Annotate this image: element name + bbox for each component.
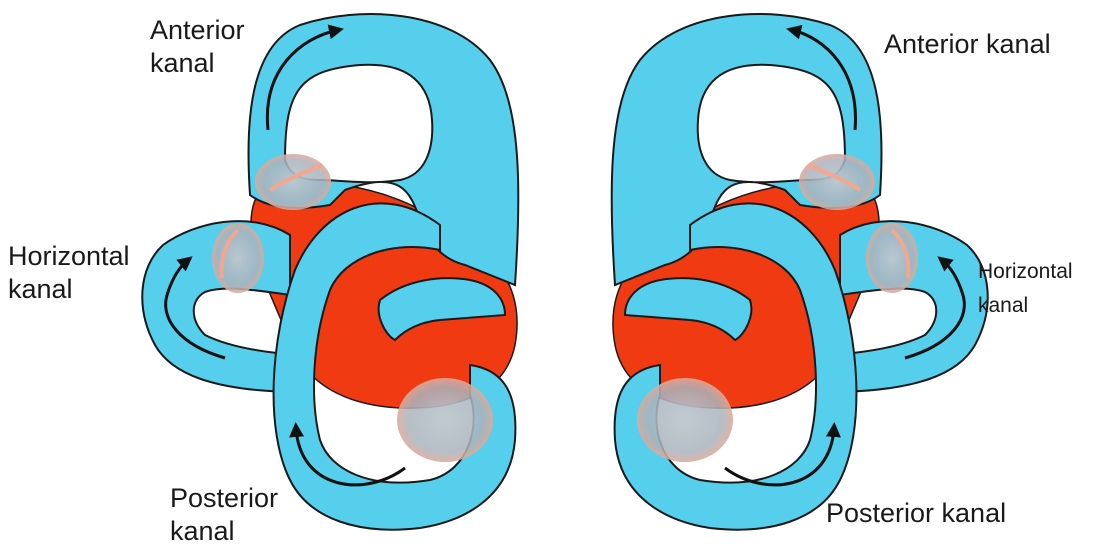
- right-anterior-canal-label: Anterior kanal: [884, 28, 1051, 61]
- label-line: Horizontal: [978, 255, 1073, 289]
- label-line: Horizontal: [8, 240, 130, 273]
- label-line: kanal: [150, 47, 245, 80]
- left-labyrinth: [142, 14, 518, 530]
- posterior-ampulla: [637, 378, 733, 462]
- right-horizontal-canal-label: Horizontal kanal: [978, 255, 1073, 322]
- label-line: kanal: [978, 289, 1073, 323]
- horizontal-ampulla: [866, 223, 918, 293]
- left-anterior-canal-label: Anterior kanal: [150, 14, 245, 80]
- right-labyrinth: [612, 14, 988, 530]
- label-line: Posterior kanal: [826, 497, 1006, 530]
- anterior-ampulla: [255, 154, 331, 210]
- label-line: Anterior: [150, 14, 245, 47]
- left-horizontal-canal-label: Horizontal kanal: [8, 240, 130, 306]
- label-line: Anterior kanal: [884, 28, 1051, 61]
- posterior-ampulla: [397, 378, 493, 462]
- anterior-ampulla: [799, 154, 875, 210]
- label-line: Posterior: [170, 482, 278, 515]
- right-posterior-canal-label: Posterior kanal: [826, 497, 1006, 530]
- label-line: kanal: [8, 273, 130, 306]
- horizontal-ampulla: [212, 223, 264, 293]
- label-line: kanal: [170, 515, 278, 548]
- left-posterior-canal-label: Posterior kanal: [170, 482, 278, 548]
